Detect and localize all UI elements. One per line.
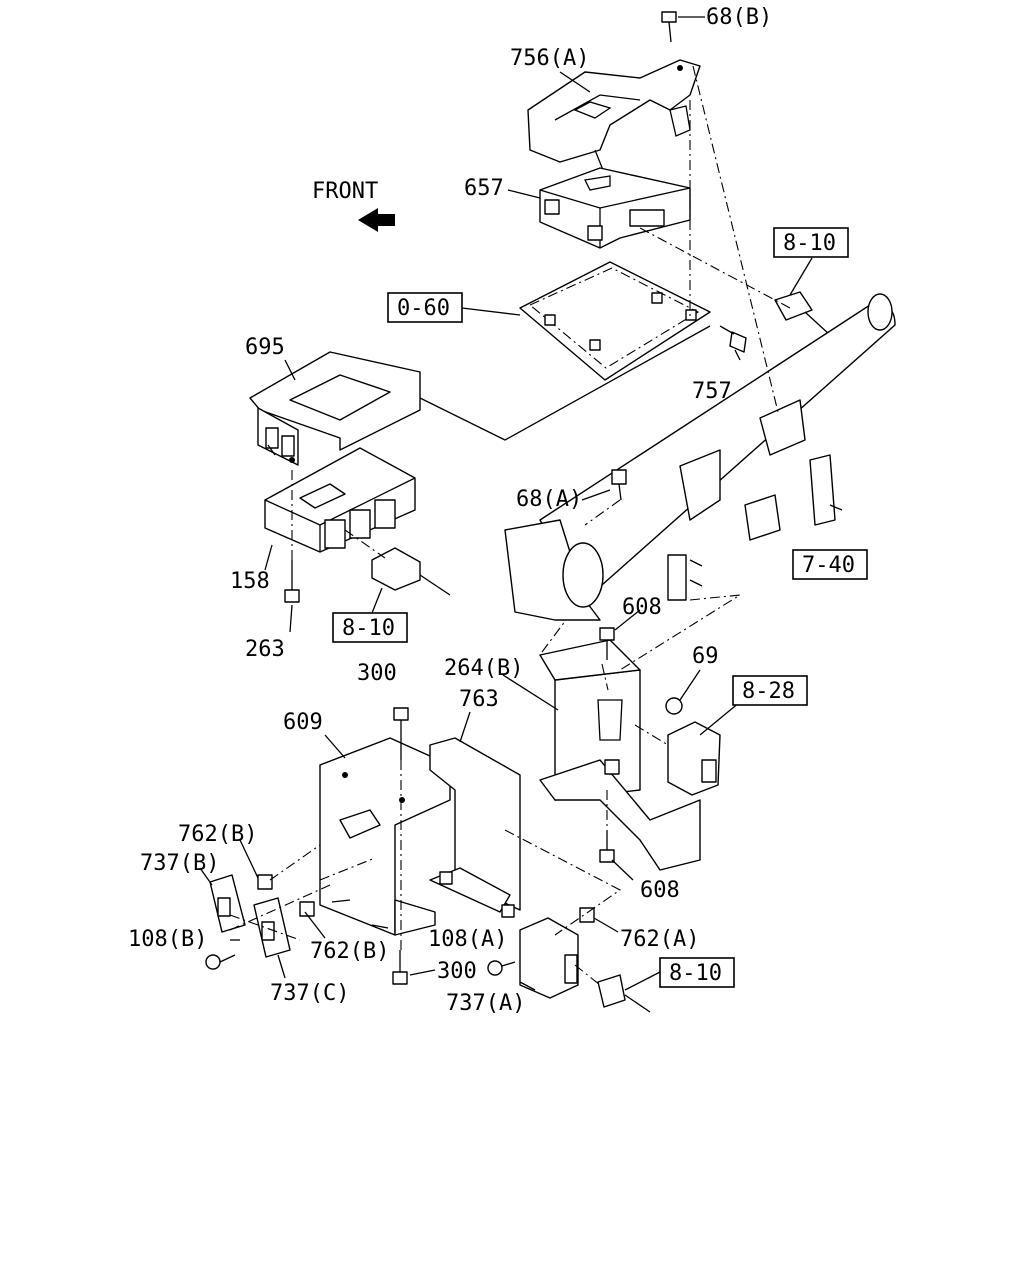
ref-box-8-10-left: 8-10 xyxy=(332,612,408,643)
ref-box-8-10-top: 8-10 xyxy=(773,227,849,258)
ref-8-10-left-text: 8-10 xyxy=(342,616,395,641)
leader-lines xyxy=(199,16,813,991)
label-695: 695 xyxy=(245,335,285,360)
bracket-264b xyxy=(539,639,701,871)
bolt-108b xyxy=(205,954,236,970)
ref-8-28-text: 8-28 xyxy=(742,679,795,704)
module-657 xyxy=(539,167,691,249)
module-8-28 xyxy=(667,721,721,796)
crossbar-tube xyxy=(504,293,896,621)
label-737b: 737(B) xyxy=(140,851,219,876)
clip-762b-top xyxy=(257,874,273,890)
ref-box-8-10-bottom: 8-10 xyxy=(659,957,735,988)
label-763: 763 xyxy=(459,687,499,712)
bracket-695 xyxy=(249,351,421,466)
label-300-top: 300 xyxy=(357,661,397,686)
label-757: 757 xyxy=(692,379,732,404)
label-762b-top: 762(B) xyxy=(178,822,257,847)
bolt-300-bottom xyxy=(392,950,408,985)
bracket-609 xyxy=(319,737,451,936)
label-263: 263 xyxy=(245,637,285,662)
label-300-bottom: 300 xyxy=(437,959,477,984)
front-direction-indicator: FRONT xyxy=(312,179,395,232)
ref-7-40-text: 7-40 xyxy=(802,553,855,578)
label-762a: 762(A) xyxy=(620,927,699,952)
front-label: FRONT xyxy=(312,179,378,204)
bracket-756a xyxy=(527,59,701,176)
clip-762b-bottom xyxy=(299,899,389,929)
bolt-68b xyxy=(661,11,677,43)
part-737a xyxy=(519,917,579,999)
ref-8-10-top-text: 8-10 xyxy=(783,231,836,256)
bolt-300-top xyxy=(393,707,409,760)
mounting-plate-0-60 xyxy=(519,261,711,381)
label-608-top: 608 xyxy=(622,595,662,620)
nut-69 xyxy=(665,697,683,715)
connector-left xyxy=(371,547,451,596)
bracket-763 xyxy=(429,737,521,918)
ref-0-60-text: 0-60 xyxy=(397,296,450,321)
bolt-757 xyxy=(719,325,747,353)
ref-box-8-28: 8-28 xyxy=(732,675,808,706)
label-158: 158 xyxy=(230,569,270,594)
label-68b: 68(B) xyxy=(706,5,772,30)
label-737c: 737(C) xyxy=(270,981,349,1006)
connector-top-right xyxy=(774,291,831,336)
ref-box-0-60: 0-60 xyxy=(387,292,463,323)
connector-bottom xyxy=(597,974,651,1013)
part-737c xyxy=(253,897,291,958)
label-108b: 108(B) xyxy=(128,927,207,952)
front-arrow-icon xyxy=(358,208,395,232)
ref-box-7-40: 7-40 xyxy=(792,549,868,580)
bolt-608-bottom xyxy=(599,830,615,863)
bolt-68a xyxy=(611,469,627,501)
label-264b: 264(B) xyxy=(444,656,523,681)
clip-762a xyxy=(579,907,595,923)
label-69: 69 xyxy=(692,644,719,669)
module-158 xyxy=(264,447,416,553)
bolt-263 xyxy=(284,560,300,603)
label-657: 657 xyxy=(464,176,504,201)
label-608-bottom: 608 xyxy=(640,878,680,903)
ref-8-10-bottom-text: 8-10 xyxy=(669,961,722,986)
label-609: 609 xyxy=(283,710,323,735)
label-737a: 737(A) xyxy=(446,991,525,1016)
label-108a: 108(A) xyxy=(428,927,507,952)
part-737b xyxy=(209,874,246,933)
label-762b-bottom: 762(B) xyxy=(310,939,389,964)
label-756a: 756(A) xyxy=(510,46,589,71)
bolt-608-top xyxy=(599,627,615,660)
bolt-108a xyxy=(487,960,516,976)
label-68a: 68(A) xyxy=(516,487,582,512)
